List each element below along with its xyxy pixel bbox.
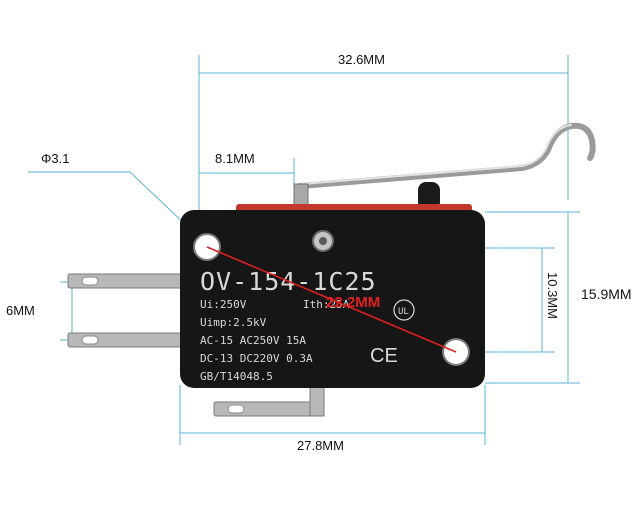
hole-offset-label: 8.1MM xyxy=(215,151,255,166)
lever-arm-highlight xyxy=(301,124,572,185)
rated-voltage: Ui:250V xyxy=(200,298,247,311)
terminal-middle xyxy=(67,332,189,348)
rivet-center xyxy=(319,237,327,245)
hole-spacing-label: 10.3MM xyxy=(545,272,560,319)
ul-mark-icon xyxy=(393,299,415,321)
ul-mark-text: UL xyxy=(398,307,409,317)
body-height-label: 15.9MM xyxy=(581,286,632,302)
hole-diagonal-label: 22.2MM xyxy=(326,294,380,311)
impulse-voltage: Uimp:2.5kV xyxy=(200,316,267,329)
standard-number: GB/T14048.5 xyxy=(200,370,273,383)
dc-rating: DC-13 DC220V 0.3A xyxy=(200,352,313,365)
micro-switch xyxy=(67,122,596,417)
terminal-bottom xyxy=(213,385,325,417)
ac-rating: AC-15 AC250V 15A xyxy=(200,334,306,347)
terminal-spacing-label: 6MM xyxy=(6,303,35,318)
hole-diagonal-line xyxy=(206,246,457,353)
switch-body xyxy=(180,210,485,388)
actuator-plunger xyxy=(418,182,440,210)
ce-mark-icon: CE xyxy=(370,345,398,367)
body-printing: OV-154-1C25 Ui:250V Ith:25A Uimp:2.5kV A… xyxy=(200,267,415,383)
rated-current: Ith:25A xyxy=(303,298,350,311)
terminal-top xyxy=(67,273,189,289)
overall-length-label: 32.6MM xyxy=(338,52,385,67)
body-length-label: 27.8MM xyxy=(297,438,344,453)
lever-arm xyxy=(297,122,596,199)
hole-diameter-label: Φ3.1 xyxy=(41,151,69,166)
